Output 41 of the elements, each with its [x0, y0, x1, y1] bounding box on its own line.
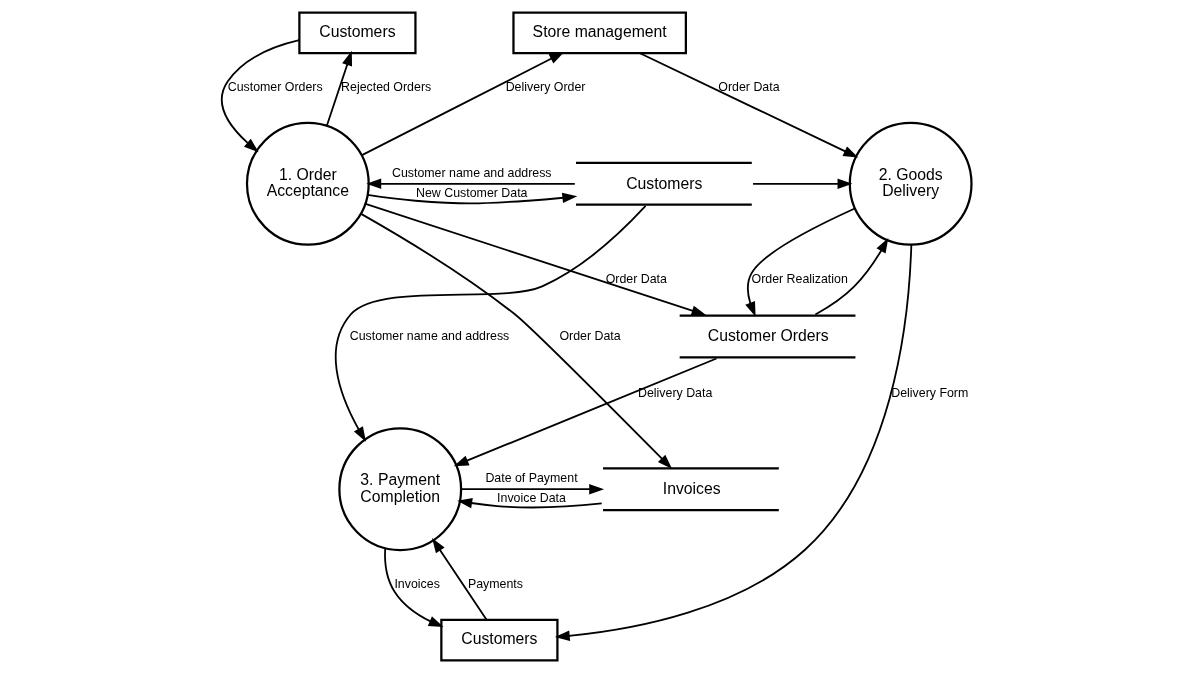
arrow: [456, 497, 603, 509]
edge-label: Rejected Orders: [340, 80, 431, 95]
arrow: [453, 357, 717, 467]
edge-label: Customer Orders: [227, 80, 323, 95]
edge-label: Invoice Data: [496, 491, 566, 506]
edge-label: Delivery Order: [505, 80, 585, 95]
edge-label: New Customer Data: [415, 186, 527, 201]
edge-label: Order Data: [605, 271, 667, 286]
arrow: [751, 178, 852, 190]
arrow: [359, 213, 672, 469]
arrow: [325, 50, 352, 127]
arrow: [638, 52, 858, 158]
node-text: Customer Orders: [707, 327, 829, 345]
arrow: [360, 52, 564, 156]
arrow: [383, 547, 444, 628]
arrow: [220, 39, 300, 153]
edge-label: Order Realization: [751, 271, 848, 286]
arrow: [334, 205, 646, 442]
arrow: [431, 537, 487, 621]
arrow: [814, 237, 888, 316]
node-text: Customers: [625, 174, 702, 192]
edge-label: Customer name and address: [349, 328, 509, 343]
arrow: [365, 178, 576, 190]
arrow: [364, 202, 706, 316]
node-box: Store management: [511, 11, 687, 55]
edge-label: Invoices: [393, 577, 440, 592]
edge-label: Delivery Form: [890, 385, 968, 400]
arrow: [744, 207, 856, 317]
arrow: [366, 192, 577, 205]
node-circle: 2. Goods Delivery: [848, 121, 973, 246]
edge-label: Delivery Data: [637, 385, 712, 400]
edge-label: Customer name and address: [391, 165, 552, 180]
edge-label: Date of Payment: [484, 471, 578, 486]
arrow: [459, 483, 604, 495]
edge-label: Order Data: [558, 328, 621, 343]
edge-label: Payments: [467, 577, 523, 592]
edge-label: Order Data: [717, 80, 780, 95]
node-text: Invoices: [662, 479, 721, 497]
node-box: Customers: [297, 11, 417, 55]
node-box: Customers: [439, 618, 559, 662]
arrow: [554, 243, 912, 641]
